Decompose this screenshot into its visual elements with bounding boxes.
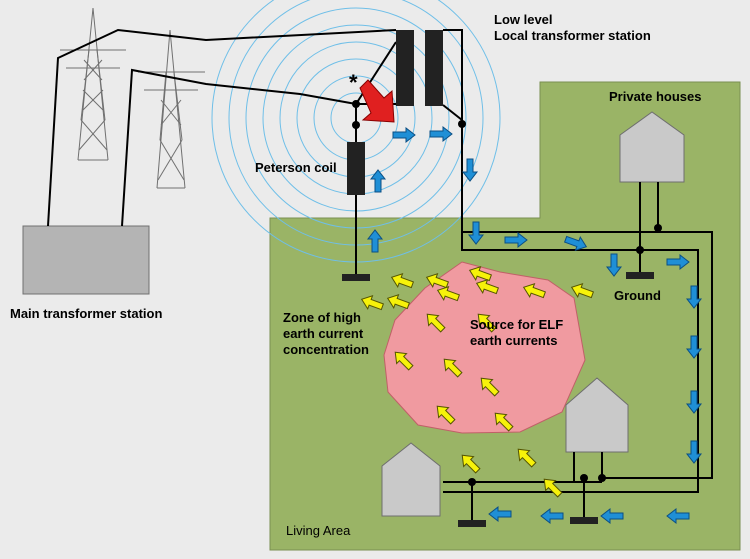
elf-source-zone	[383, 261, 586, 434]
junction-dots	[352, 100, 662, 486]
zone-label-line1: Zone of high	[283, 310, 361, 325]
living-area-label: Living Area	[286, 523, 351, 538]
pylon-right	[138, 29, 205, 189]
pylon-left	[60, 7, 126, 161]
low-level-label-line1: Low level	[494, 12, 553, 27]
house-top-right	[619, 111, 685, 183]
source-label-line2: earth currents	[470, 333, 557, 348]
fault-marker: *	[349, 70, 358, 95]
private-houses-label: Private houses	[609, 89, 702, 104]
peterson-coil	[347, 142, 365, 195]
main-transformer-station	[22, 225, 150, 295]
house-middle	[565, 377, 629, 453]
source-label-line1: Source for ELF	[470, 317, 563, 332]
zone-label-line3: concentration	[283, 342, 369, 357]
fault-arrow	[359, 79, 395, 123]
main-transformer-label: Main transformer station	[10, 306, 162, 321]
zone-label-line2: earth current	[283, 326, 364, 341]
low-level-label-line2: Local transformer station	[494, 28, 651, 43]
ground-label: Ground	[614, 288, 661, 303]
ground-plates	[342, 272, 654, 527]
house-bottom-left	[381, 442, 441, 517]
local-transformer-station	[396, 30, 443, 106]
peterson-coil-label: Peterson coil	[255, 160, 337, 175]
